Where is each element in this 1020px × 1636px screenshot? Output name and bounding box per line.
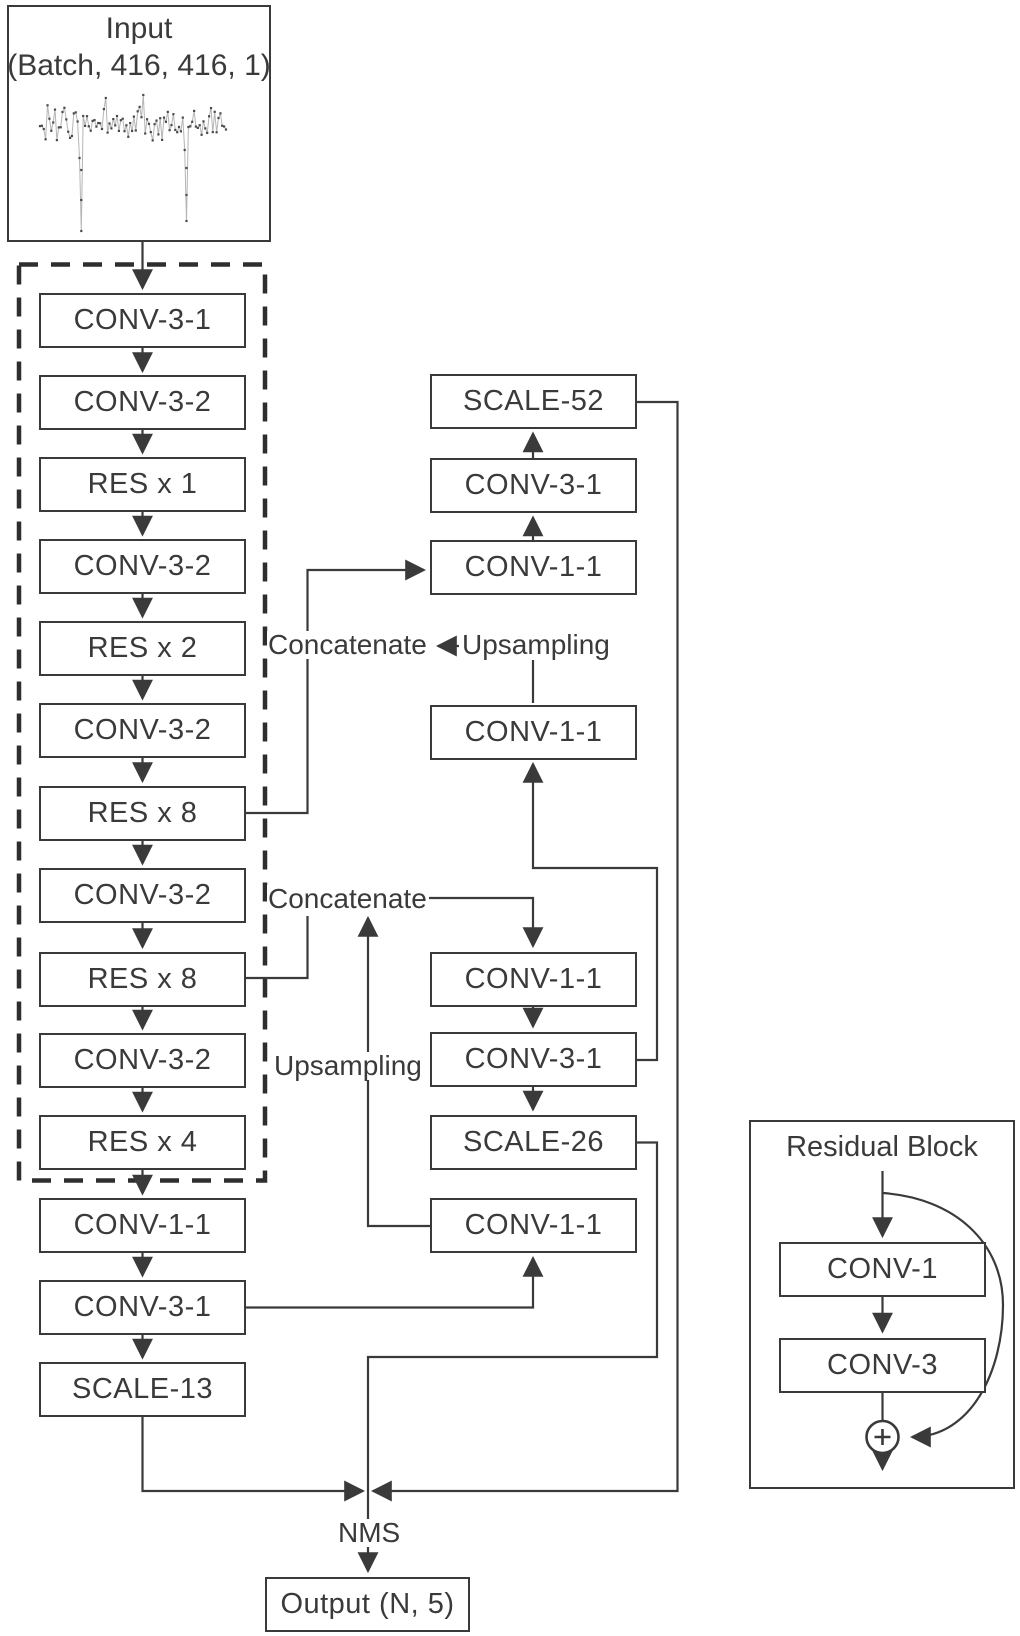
wire-res8a-concat-to-conv11 — [246, 559, 427, 815]
node-conv-1-1-mid: CONV-1-1 — [430, 952, 637, 1007]
label-nms: NMS — [337, 1517, 402, 1548]
node-scale-26: SCALE-26 — [430, 1115, 637, 1170]
wire-scale52-to-nms — [370, 400, 679, 1502]
node-conv-1-1-top: CONV-1-1 — [430, 540, 637, 595]
label-concatenate-bottom: Concatenate — [267, 883, 428, 914]
node-conv-3-2-b: CONV-3-2 — [39, 539, 246, 594]
input-shape: (Batch, 416, 416, 1) — [7, 49, 271, 82]
node-rb-conv-1: CONV-1 — [779, 1242, 986, 1297]
node-conv-3-2-c: CONV-3-2 — [39, 703, 246, 758]
wire-scale26-to-output — [357, 1141, 659, 1574]
input-title: Input — [105, 12, 173, 45]
input-box — [7, 5, 271, 242]
node-conv-3-2-e: CONV-3-2 — [39, 1033, 246, 1088]
wire-conv31mid-to-conv11up — [522, 761, 659, 1062]
wire-upsampling-bottom — [357, 915, 430, 1228]
plus-icon — [874, 1429, 891, 1445]
node-res-x2: RES x 2 — [39, 621, 246, 676]
label-upsampling-top: Upsampling — [461, 629, 611, 660]
node-conv-3-2-d: CONV-3-2 — [39, 868, 246, 923]
label-upsampling-bottom: Upsampling — [273, 1050, 423, 1081]
wire-concat-to-conv11-mid — [429, 896, 544, 949]
input-caption: Input (Batch, 416, 416, 1) — [7, 10, 271, 84]
node-res-x8-b: RES x 8 — [39, 952, 246, 1007]
connectors — [132, 242, 1005, 1574]
node-conv-1-1-head: CONV-1-1 — [39, 1198, 246, 1253]
node-conv-3-1-top: CONV-3-1 — [430, 458, 637, 513]
wire-rb-skip — [882, 1191, 1005, 1448]
wire-scale13-to-nms — [141, 1417, 366, 1502]
node-conv-1-1-bottom: CONV-1-1 — [430, 1198, 637, 1253]
node-res-x4: RES x 4 — [39, 1115, 246, 1170]
node-conv-3-2-a: CONV-3-2 — [39, 375, 246, 430]
node-res-x8-a: RES x 8 — [39, 786, 246, 841]
node-res-x1: RES x 1 — [39, 457, 246, 512]
wire-res8b-to-concat — [246, 916, 309, 980]
node-conv-1-1-upsample: CONV-1-1 — [430, 705, 637, 760]
label-concatenate-top: Concatenate — [267, 629, 428, 660]
node-conv-3-1-head: CONV-3-1 — [39, 1280, 246, 1335]
node-rb-conv-3: CONV-3 — [779, 1338, 986, 1393]
wire-conv31head-to-conv11bottom — [246, 1255, 544, 1309]
node-conv-3-1-a: CONV-3-1 — [39, 293, 246, 348]
node-scale-13: SCALE-13 — [39, 1362, 246, 1417]
node-scale-52: SCALE-52 — [430, 374, 637, 429]
input-waveform — [38, 93, 228, 233]
residual-block-title: Residual Block — [786, 1131, 978, 1163]
node-conv-3-1-mid: CONV-3-1 — [430, 1032, 637, 1087]
node-output: Output (N, 5) — [265, 1577, 470, 1632]
